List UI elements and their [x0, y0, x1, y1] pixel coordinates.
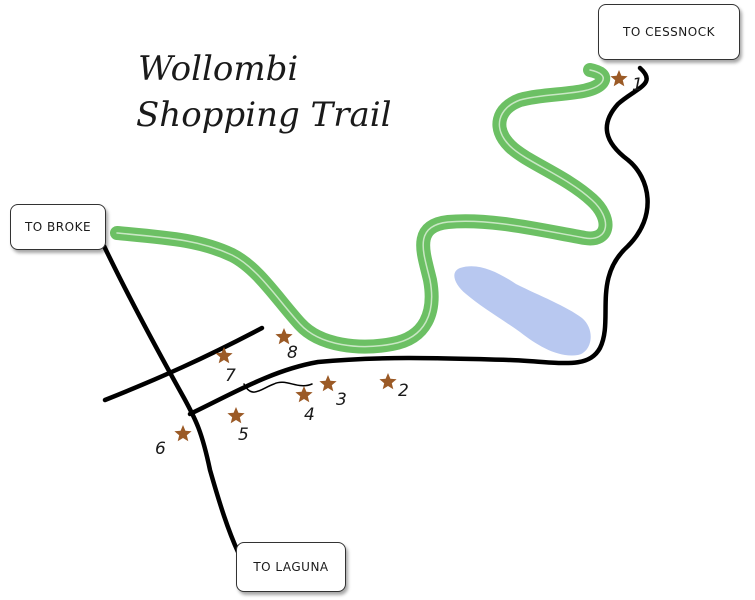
shop-marker-6: 6 [155, 425, 192, 459]
creek [110, 63, 613, 354]
map-title-line-1: Wollombi [138, 49, 298, 89]
lake [454, 266, 591, 356]
sign-to-laguna-label: TO LAGUNA [253, 560, 329, 574]
shop-markers: 1 2 3 4 5 6 7 8 [155, 70, 643, 459]
star-icon [275, 328, 293, 345]
shop-marker-label: 8 [287, 343, 298, 363]
sign-to-broke: TO BROKE [10, 204, 106, 250]
shop-marker-8: 8 [275, 328, 298, 363]
sign-to-cessnock-label: TO CESSNOCK [623, 25, 715, 39]
star-icon [174, 425, 192, 442]
star-icon [379, 373, 397, 390]
road-upper-cross [102, 325, 265, 403]
shop-marker-1: 1 [610, 70, 643, 95]
shop-marker-4: 4 [295, 386, 315, 425]
star-icon [319, 375, 337, 392]
shop-marker-label: 1 [632, 75, 643, 95]
shop-marker-3: 3 [319, 375, 347, 410]
roads [101, 65, 650, 555]
shop-marker-5: 5 [227, 407, 249, 445]
sign-to-broke-label: TO BROKE [24, 220, 92, 234]
shop-marker-label: 2 [398, 381, 409, 401]
shop-marker-2: 2 [379, 373, 409, 401]
star-icon [215, 347, 233, 364]
sign-to-laguna: TO LAGUNA [236, 542, 346, 592]
star-icon [227, 407, 245, 424]
road-main-cessnock [187, 65, 650, 417]
sign-to-cessnock: TO CESSNOCK [598, 4, 740, 60]
shop-marker-label: 4 [304, 405, 315, 425]
side-track [243, 381, 313, 393]
map-title-line-2: Shopping Trail [136, 95, 391, 135]
shop-marker-label: 5 [238, 425, 249, 445]
star-icon [610, 70, 628, 87]
shop-marker-label: 6 [155, 439, 166, 459]
shop-marker-label: 3 [336, 390, 347, 410]
star-icon [295, 386, 313, 403]
shop-marker-7: 7 [215, 347, 236, 386]
shop-marker-label: 7 [225, 366, 236, 386]
